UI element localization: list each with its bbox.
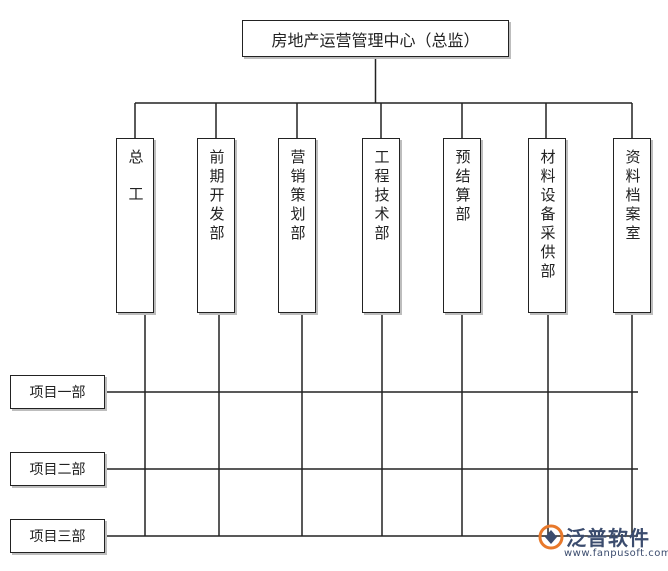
watermark-logo: 泛普软件 www.fanpusoft.com — [536, 522, 668, 566]
department-label: 工程技术部 — [372, 149, 391, 244]
project-box-2: 项目二部 — [10, 452, 105, 486]
department-box-settlement: 预结算部 — [443, 138, 481, 313]
department-label: 预结算部 — [453, 149, 472, 225]
department-label: 前期开发部 — [207, 149, 226, 244]
department-box-engineering: 工程技术部 — [362, 138, 400, 313]
top-node-box: 房地产运营管理中心（总监） — [242, 20, 509, 57]
watermark-brand: 泛普软件 — [566, 526, 650, 550]
project-box-1: 项目一部 — [10, 375, 105, 409]
department-box-procurement: 材料设备采供部 — [528, 138, 566, 313]
department-box-marketing: 营销策划部 — [278, 138, 316, 313]
fanpu-logo-icon — [538, 524, 564, 550]
department-box-pre-development: 前期开发部 — [197, 138, 235, 313]
project-label: 项目三部 — [29, 529, 86, 545]
department-label: 营销策划部 — [288, 149, 307, 244]
department-box-chief-engineer: 总工 — [116, 138, 154, 313]
department-label: 材料设备采供部 — [538, 149, 557, 282]
department-box-archives: 资料档案室 — [613, 138, 651, 313]
top-node-label: 房地产运营管理中心（总监） — [271, 30, 480, 50]
project-label: 项目一部 — [29, 385, 86, 401]
department-label: 总工 — [126, 149, 145, 223]
department-label: 资料档案室 — [623, 149, 642, 244]
project-label: 项目二部 — [29, 462, 86, 478]
project-box-3: 项目三部 — [10, 519, 105, 553]
watermark-url: www.fanpusoft.com — [564, 548, 668, 559]
